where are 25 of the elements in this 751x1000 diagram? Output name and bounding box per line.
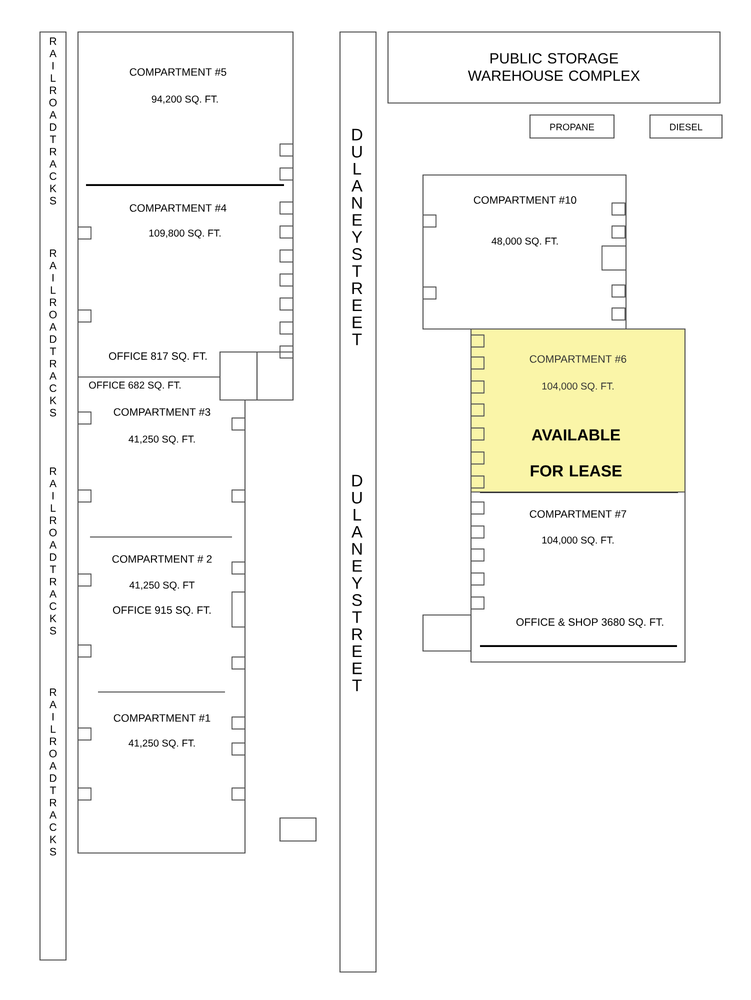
annex-box [256, 351, 294, 401]
compartment-box: COMPARTMENT #6 104,000 SQ. FT. AVAILABLE FOR LEASE [470, 328, 686, 493]
node-label: OFFICE 915 SQ. FT. [113, 606, 211, 616]
node-label: COMPARTMENT #5 [130, 68, 226, 76]
node-label: OFFICE 682 SQ. FT. [89, 382, 180, 390]
node-label: 41,250 SQ. FT. [128, 436, 195, 444]
annex-box [422, 614, 472, 652]
node-label: 41,250 SQ. FT [129, 582, 195, 590]
node-label: 41,250 SQ. FT. [128, 740, 195, 748]
annex-box [279, 817, 317, 842]
node-label: COMPARTMENT #4 [130, 204, 226, 212]
node-label: 109,800 SQ. FT. [149, 230, 220, 238]
node-label: OFFICE 817 SQ. FT. [109, 352, 207, 362]
tank-box: PROPANE [529, 114, 615, 139]
node-label: COMPARTMENT #1 [114, 714, 210, 722]
warehouse-building: COMPARTMENT #5 94,200 SQ. FT. COMPARTMENT #4 109,800 SQ. FT. OFFICE 817 SQ. FT. OFFICE 682 SQ. FT. COMPARTMENT #3 41,250 SQ. FT. COMPARTMENT # 2 41,250 SQ. FT OFFICE 915 SQ. FT. COMPARTMENT #1 41,250 SQ. FT. [77, 31, 294, 854]
title-box: PUBLIC STORAGE WAREHOUSE COMPLEX [387, 31, 721, 104]
tank-box: DIESEL [649, 114, 723, 139]
annex-box [219, 351, 258, 401]
compartment-box: COMPARTMENT #7 104,000 SQ. FT. OFFICE & SHOP 3680 SQ. FT. [470, 491, 686, 663]
node-label: 94,200 SQ. FT. [152, 96, 218, 104]
railroad-strip: RAILROAD TRACKS RAILROAD TRACKS RAILROAD TRACKS RAILROAD TRACKS [39, 31, 67, 961]
node-label: COMPARTMENT # 2 [112, 555, 212, 563]
street-strip: DULANEY STREET DULANEY STREET [339, 31, 377, 973]
node-label: COMPARTMENT #3 [114, 408, 210, 416]
